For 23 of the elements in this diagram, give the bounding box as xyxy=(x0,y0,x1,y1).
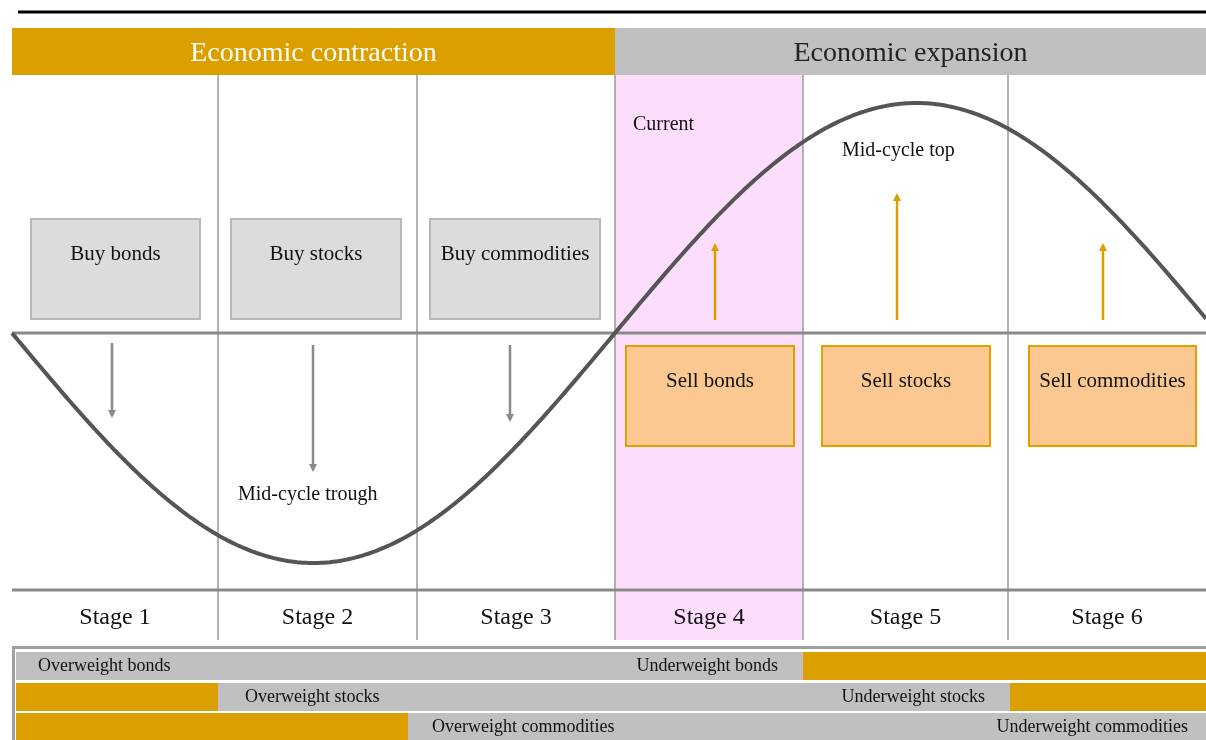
stage-label: Stage 5 xyxy=(868,602,943,631)
action-box: Buy commodities xyxy=(429,218,601,320)
annotation: Mid-cycle top xyxy=(842,137,956,161)
annotation: Current xyxy=(633,111,696,135)
stage-label: Stage 2 xyxy=(280,602,355,631)
bar-label: Overweight stocks xyxy=(245,686,381,708)
header-band: Economic contraction xyxy=(12,28,615,75)
action-box: Sell stocks xyxy=(821,345,991,447)
bar-label: Overweight commodities xyxy=(432,716,616,738)
action-box: Sell bonds xyxy=(625,345,795,447)
action-box: Buy bonds xyxy=(30,218,201,320)
stage-label: Stage 4 xyxy=(672,602,746,631)
action-box: Sell commodities xyxy=(1028,345,1197,447)
header-band: Economic expansion xyxy=(615,28,1206,75)
bar-label: Underweight commodities xyxy=(995,716,1188,738)
stage-label: Stage 1 xyxy=(78,602,152,631)
bar-label: Underweight bonds xyxy=(635,655,778,677)
bar-label: Overweight bonds xyxy=(38,655,172,677)
annotation: Mid-cycle trough xyxy=(238,481,378,505)
stage-label: Stage 6 xyxy=(1070,602,1144,631)
stage-label: Stage 3 xyxy=(479,602,553,631)
action-box: Buy stocks xyxy=(230,218,402,320)
bar-label: Underweight stocks xyxy=(840,686,985,708)
